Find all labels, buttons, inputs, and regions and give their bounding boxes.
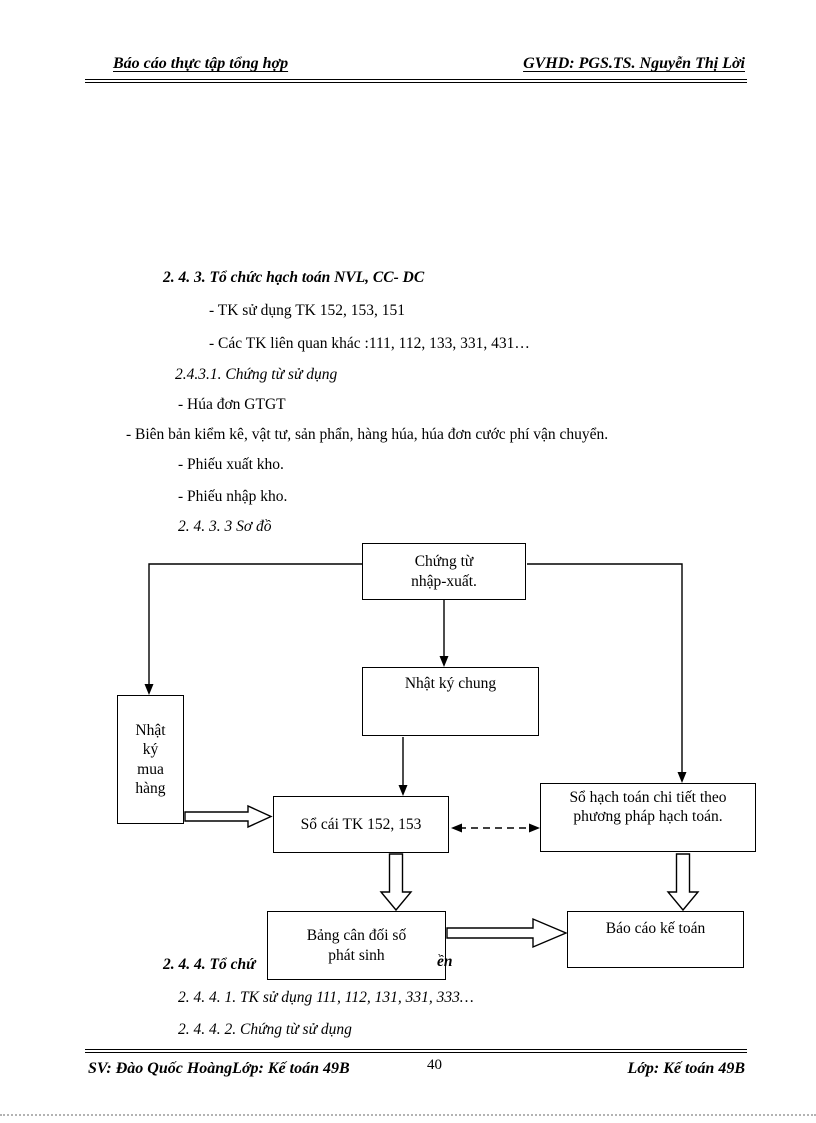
arrowhead-down-icon <box>398 785 408 796</box>
arrowhead-down-icon <box>144 684 154 695</box>
section-heading-2-4-4-right-fragment: ền <box>437 953 453 970</box>
flow-box-bao-cao-ke-toan: Báo cáo kế toán <box>567 911 744 968</box>
section-heading-2-4-4-left-fragment: 2. 4. 4. Tổ chứ <box>163 956 256 973</box>
arrowhead-left-icon <box>451 823 462 833</box>
arrowhead-down-icon <box>439 656 449 667</box>
section-heading-2-4-3: 2. 4. 3. Tổ chức hạch toán NVL, CC- DC <box>163 269 425 286</box>
body-line-tk-su-dung: - TK sử dụng TK 152, 153, 151 <box>209 302 405 319</box>
bottom-dotted-divider <box>0 1114 816 1116</box>
hollow-arrow-down-icon <box>666 853 700 912</box>
flow-box-so-cai: Sổ cái TK 152, 153 <box>273 796 449 853</box>
hollow-arrow-down-icon <box>379 853 413 912</box>
connector-line-right-branch <box>527 563 683 774</box>
page-footer: SV: Đào Quốc HoàngLớp: Kế toán 49B 40 Lớ… <box>85 1049 747 1087</box>
body-line-phieu-xuat: - Phiếu xuất kho. <box>178 456 284 473</box>
footer-student-name: SV: Đào Quốc HoàngLớp: Kế toán 49B <box>88 1060 350 1077</box>
header-supervisor: GVHD: PGS.TS. Nguyễn Thị Lời <box>523 55 745 72</box>
page-header: Báo cáo thực tập tổng hợp GVHD: PGS.TS. … <box>85 45 747 83</box>
header-report-title: Báo cáo thực tập tổng hợp <box>113 55 289 72</box>
section-heading-2-4-4-2: 2. 4. 4. 2. Chứng từ sử dụng <box>178 1021 352 1038</box>
body-line-hoa-don: - Húa đơn GTGT <box>178 396 286 413</box>
section-heading-2-4-3-1: 2.4.3.1. Chứng từ sử dụng <box>175 366 338 383</box>
flow-box-chung-tu-nhap-xuat: Chứng từ nhập-xuất. <box>362 543 526 600</box>
arrowhead-right-icon <box>529 823 540 833</box>
section-heading-2-4-4-1: 2. 4. 4. 1. TK sử dụng 111, 112, 131, 33… <box>178 989 474 1006</box>
flow-box-nhat-ky-chung: Nhật ký chung <box>362 667 539 736</box>
hollow-arrow-right-icon <box>184 804 273 829</box>
footer-class-name: Lớp: Kế toán 49B <box>627 1060 745 1077</box>
flow-box-nhat-ky-mua-hang: Nhật ký mua hàng <box>117 695 184 824</box>
body-line-phieu-nhap: - Phiếu nhập kho. <box>178 488 288 505</box>
flow-box-so-hach-toan-chi-tiet: Sổ hạch toán chi tiết theo phương pháp h… <box>540 783 756 852</box>
body-line-bien-ban: - Biên bản kiểm kê, vật tư, sản phẩn, hà… <box>126 426 609 443</box>
section-heading-2-4-3-3: 2. 4. 3. 3 Sơ đồ <box>178 518 272 535</box>
hollow-arrow-right-icon <box>446 917 568 949</box>
connector-line-left-branch <box>148 563 362 686</box>
arrowhead-down-icon <box>677 772 687 783</box>
footer-page-number: 40 <box>427 1057 442 1073</box>
flow-box-bang-can-doi: Bảng cân đối số phát sinh <box>267 911 446 980</box>
body-line-cac-tk-lien-quan: - Các TK liên quan khác :111, 112, 133, … <box>209 335 530 352</box>
